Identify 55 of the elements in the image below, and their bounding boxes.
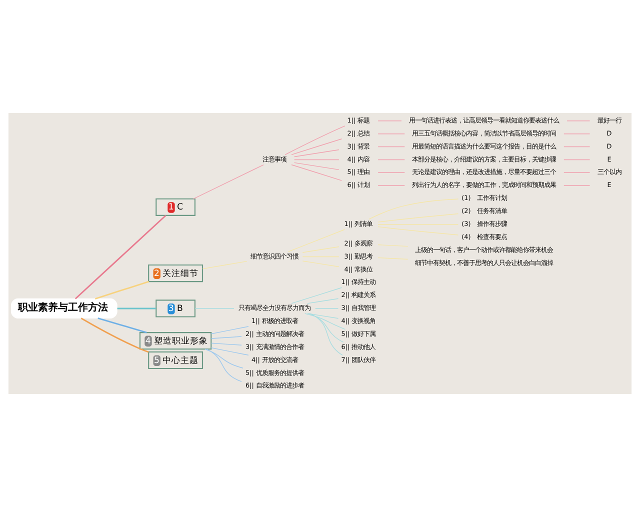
connector xyxy=(378,226,459,236)
connector xyxy=(302,246,340,253)
connector xyxy=(302,256,340,258)
connector xyxy=(294,149,340,158)
connector xyxy=(210,347,249,356)
connector xyxy=(378,159,405,160)
connector xyxy=(378,244,408,247)
connector xyxy=(294,159,340,160)
node-box: 职业素养与工作方法 xyxy=(10,298,118,319)
connector xyxy=(378,120,402,122)
connector xyxy=(310,313,343,356)
connector xyxy=(302,260,340,268)
connector xyxy=(378,146,405,148)
connector xyxy=(378,224,459,225)
connector xyxy=(194,308,234,309)
connector xyxy=(284,126,346,156)
connector xyxy=(564,185,590,186)
connector xyxy=(566,120,590,122)
node-box: 2 关注细节 xyxy=(148,264,204,282)
connector xyxy=(368,198,459,220)
connector xyxy=(307,298,339,304)
node-box: 3 B xyxy=(156,300,196,318)
connector xyxy=(210,326,249,334)
connector xyxy=(291,287,342,304)
connector xyxy=(304,313,346,330)
connector xyxy=(98,318,147,334)
connector xyxy=(378,133,405,134)
connector xyxy=(204,348,244,368)
connector xyxy=(378,257,408,260)
connector xyxy=(210,336,242,339)
connector xyxy=(378,185,405,186)
connector xyxy=(80,318,149,353)
connector xyxy=(94,280,150,300)
node-box: 4 塑造职业形象 xyxy=(139,332,212,350)
connector xyxy=(291,164,342,181)
connector xyxy=(117,308,156,310)
connector xyxy=(564,159,590,160)
connector xyxy=(564,133,590,134)
connector xyxy=(378,172,405,174)
node-box: 1 C xyxy=(156,198,196,216)
connector xyxy=(564,146,590,148)
connector xyxy=(308,313,344,343)
connector xyxy=(202,260,248,270)
connector xyxy=(288,229,346,252)
connector xyxy=(307,313,339,319)
connector xyxy=(210,342,242,346)
connector xyxy=(564,172,590,174)
connector xyxy=(315,308,339,309)
connector xyxy=(193,164,264,200)
connector xyxy=(74,215,166,300)
node-box: 5 中心主题 xyxy=(148,351,204,370)
connector xyxy=(378,213,459,222)
connector xyxy=(291,138,342,156)
connector xyxy=(294,162,340,170)
connector xyxy=(206,348,242,382)
